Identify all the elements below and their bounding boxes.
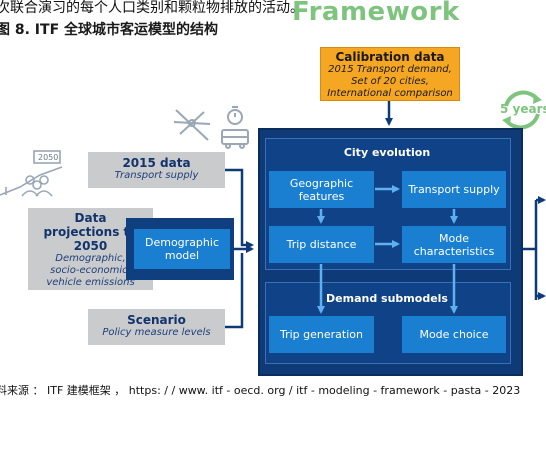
- mode-characteristics-box: Mode characteristics: [402, 226, 506, 263]
- city-evolution-title: City evolution: [343, 146, 431, 159]
- demand-submodels-title: Demand submodels: [326, 292, 448, 305]
- stopwatch-icon: [227, 106, 243, 125]
- calibration-title: Calibration data: [335, 50, 445, 64]
- chart-icon: [0, 150, 63, 196]
- mode-choice-label: Mode choice: [419, 328, 489, 341]
- mode-choice-box: Mode choice: [402, 316, 506, 353]
- scenario-subtitle: Policy measure levels: [102, 327, 211, 338]
- years-badge-label: 5 years: [500, 102, 546, 116]
- projections-title-2: projections to: [43, 225, 138, 239]
- input-2015-data: 2015 data Transport supply: [88, 152, 225, 188]
- input-2015-subtitle: Transport supply: [114, 170, 199, 181]
- mode-line-2: characteristics: [413, 244, 495, 258]
- geographic-features-box: Geographic features: [269, 171, 374, 208]
- trip-distance-label: Trip distance: [286, 238, 357, 251]
- demographic-line-2: model: [164, 249, 200, 262]
- input-scenario: Scenario Policy measure levels: [88, 309, 225, 345]
- calibration-line-1: 2015 Transport demand,: [328, 64, 452, 75]
- mode-line-1: Mode: [439, 231, 469, 245]
- framework-word: Framework: [292, 0, 460, 27]
- calibration-line-2: Set of 20 cities,: [351, 76, 429, 87]
- source-footer: 料来源 ： ITF 建模框架 ， https: / / www. itf - o…: [0, 384, 521, 397]
- geo-line-1: Geographic: [289, 176, 354, 190]
- trip-generation-box: Trip generation: [269, 316, 374, 353]
- cycle-icon: [502, 90, 542, 130]
- projections-title-1: Data: [74, 211, 107, 225]
- trip-generation-label: Trip generation: [280, 328, 363, 341]
- projections-sub-2: socio-economic,: [50, 265, 131, 276]
- projections-sub-3: vehicle emissions: [46, 277, 135, 288]
- transport-supply-box: Transport supply: [402, 171, 506, 208]
- calibration-line-3: International comparison: [327, 88, 453, 99]
- year-icon-label: 2050: [38, 153, 59, 162]
- people-icon: [21, 175, 53, 197]
- geo-line-2: features: [298, 189, 345, 203]
- scenario-title: Scenario: [127, 313, 186, 327]
- demographic-model-box: Demographic model: [134, 229, 230, 269]
- calibration-data-box: Calibration data 2015 Transport demand, …: [320, 47, 460, 101]
- top-text-line: 次联合演习的每个人口类别和颗粒物排放的活动。: [0, 0, 304, 16]
- bus-icon: [221, 129, 249, 149]
- transport-supply-label: Transport supply: [408, 183, 500, 196]
- figure-caption: 图 8. ITF 全球城市客运模型的结构: [0, 22, 219, 38]
- projections-title-3: 2050: [73, 239, 108, 253]
- input-2015-title: 2015 data: [122, 156, 191, 170]
- projections-sub-1: Demographic,: [55, 253, 126, 264]
- map-icon: [173, 109, 211, 141]
- demographic-line-1: Demographic: [145, 236, 219, 249]
- trip-distance-box: Trip distance: [269, 226, 374, 263]
